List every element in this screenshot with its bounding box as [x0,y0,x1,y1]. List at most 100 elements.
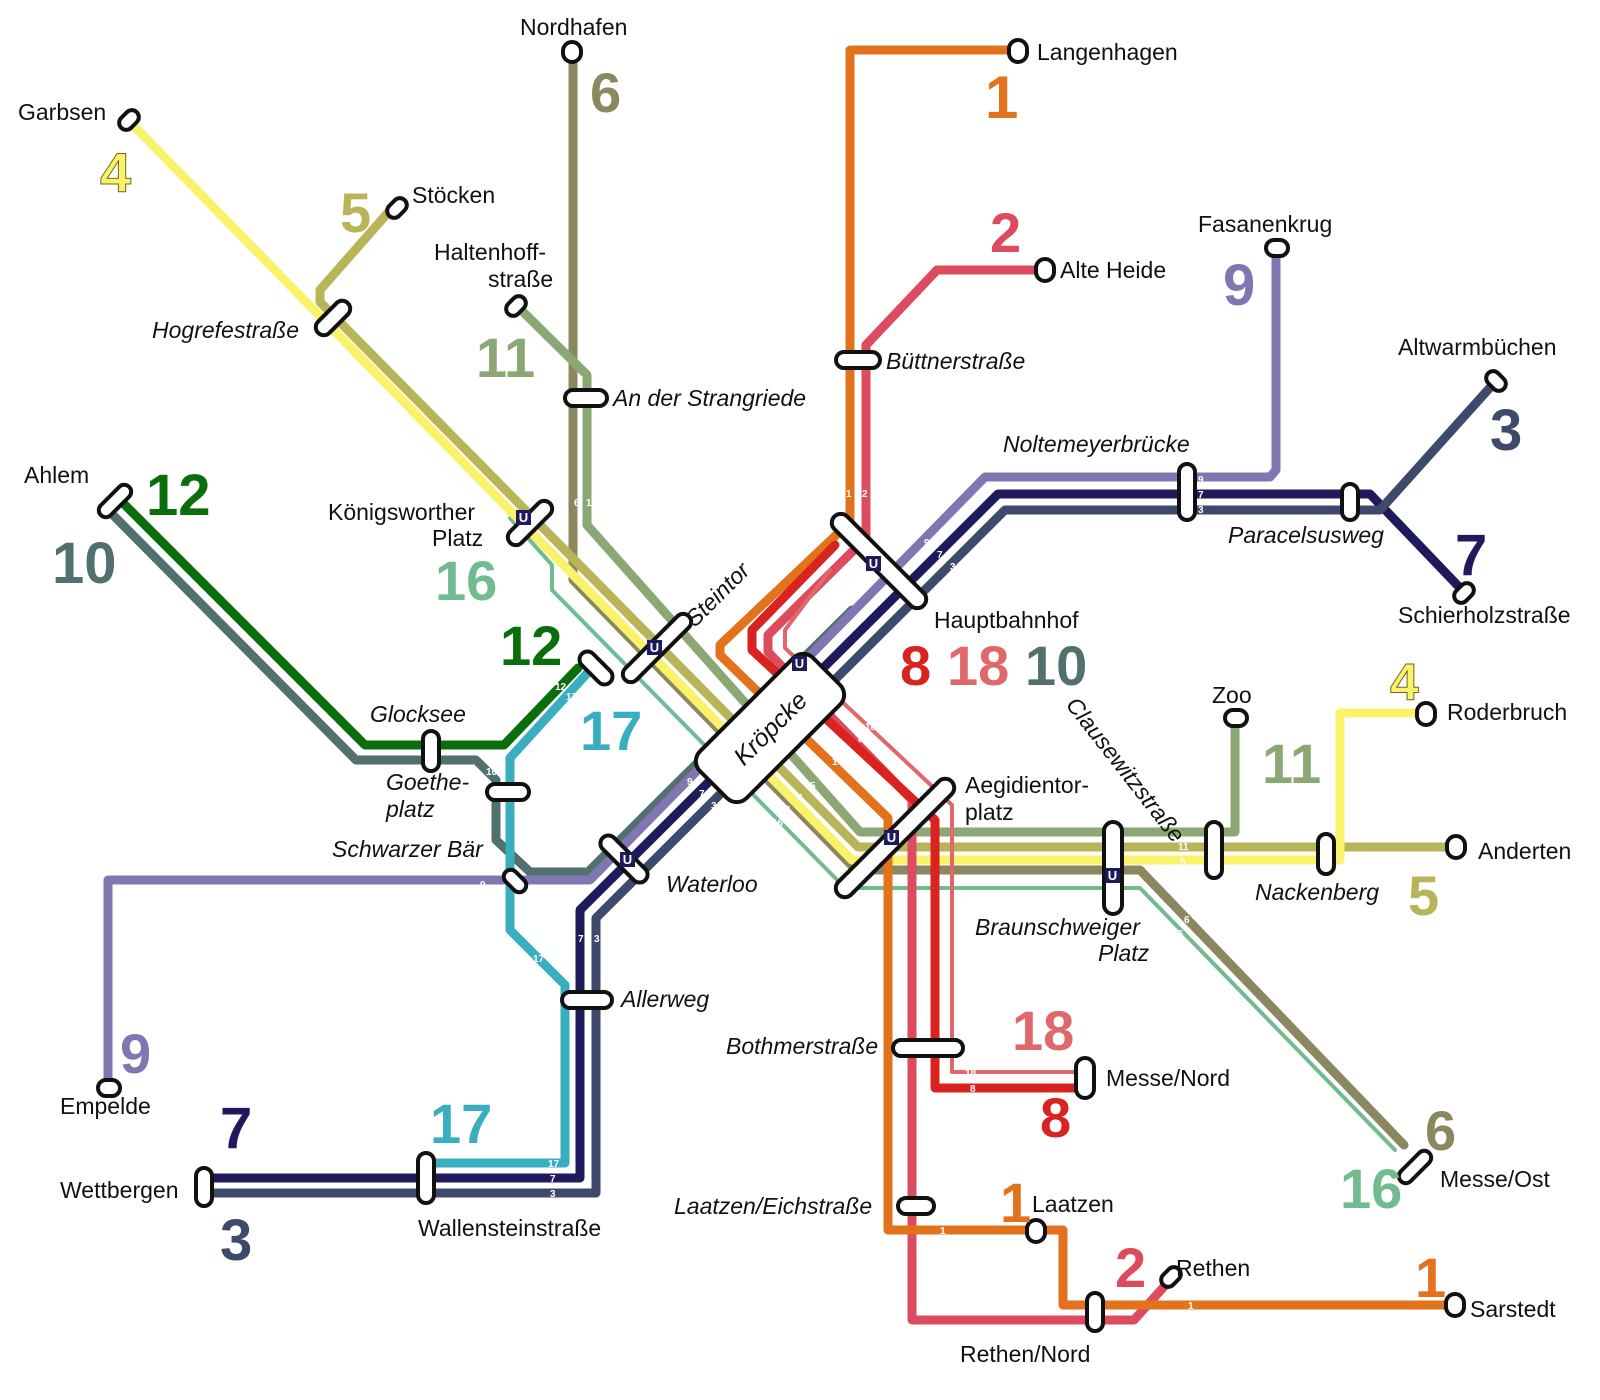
line-18-route [783,568,1087,1074]
station-label-braunschweiger-2: Platz [1098,940,1150,966]
station-label-rethen-nord: Rethen/Nord [960,1341,1090,1367]
big-line-numbers: 6 1 4 5 2 9 11 3 12 10 16 7 12 8 18 10 1… [52,61,1522,1309]
u-badge-icon: U [884,830,899,845]
line-number-6: 6 [590,61,621,124]
station-label-buettnerstrasse: Büttnerstraße [886,348,1025,374]
line-number-12-b: 12 [500,614,562,677]
line-number-5: 5 [340,181,371,244]
station-goetheplatz[interactable] [485,782,531,802]
line-number-18: 18 [947,634,1009,697]
terminal-roderbruch[interactable] [1415,701,1437,727]
terminal-rethen[interactable] [1158,1264,1183,1289]
terminal-messe-nord[interactable] [1074,1056,1096,1100]
station-label-zoo: Zoo [1212,682,1252,708]
terminal-altwarmbuechen[interactable] [1483,368,1508,393]
terminal-wettbergen[interactable] [194,1166,214,1208]
station-label-schierholz: Schierholzstraße [1398,602,1571,628]
station-schwarzer-baer[interactable] [501,867,529,895]
svg-text:7: 7 [699,789,705,800]
svg-text:3: 3 [711,801,717,812]
terminal-sarstedt[interactable] [1444,1292,1466,1318]
station-label-langenhagen: Langenhagen [1037,39,1178,65]
station-label-rethen: Rethen [1176,1255,1250,1281]
terminal-alte-heide[interactable] [1034,257,1056,283]
station-label-nackenberg: Nackenberg [1255,879,1379,905]
svg-text:16: 16 [772,818,784,829]
station-paracelsusweg[interactable] [1340,482,1360,522]
track-line-numbers: 1 2 6 11 9 7 3 9 7 3 12 17 10 9 7 3 10 9… [480,475,1204,1335]
svg-text:3: 3 [550,1189,556,1200]
svg-text:9: 9 [924,538,930,549]
terminal-schierholz[interactable] [1451,580,1476,605]
station-label-koenigsworther-2: Platz [432,525,483,551]
svg-text:8: 8 [970,1084,976,1095]
station-clausewitz[interactable] [1204,820,1224,880]
station-glocksee[interactable] [421,729,441,773]
terminal-empelde[interactable] [96,1078,122,1098]
line-number-4: 4 [100,141,131,204]
svg-text:2: 2 [940,1324,946,1335]
station-label-braunschweiger-1: Braunschweiger [975,914,1141,940]
line-number-8-b: 8 [1040,1086,1071,1149]
line-number-7: 7 [1455,523,1487,588]
terminal-garbsen[interactable] [116,107,141,132]
terminal-messe-ost[interactable] [1396,1148,1434,1186]
line-number-3-b: 3 [220,1208,252,1273]
station-hogrefestrasse[interactable] [312,297,353,338]
station-bothmerstrasse[interactable] [891,1038,965,1058]
svg-text:1: 1 [940,1226,946,1237]
line-2-route [763,265,1175,1325]
station-label-paracelsusweg: Paracelsusweg [1228,522,1384,548]
station-labels: Nordhafen Langenhagen Garbsen Stöcken Ha… [18,14,1571,1367]
terminal-ahlem[interactable] [96,482,134,520]
station-label-nordhafen: Nordhafen [520,14,627,40]
terminal-haltenhoff[interactable] [503,293,528,318]
terminal-langenhagen[interactable] [1007,38,1029,64]
line-number-2: 2 [990,201,1021,264]
svg-text:7: 7 [578,934,584,945]
station-rethen-nord[interactable] [1085,1291,1105,1333]
svg-text:U: U [887,830,896,845]
station-strangriede[interactable] [563,388,609,408]
terminal-fasanenkrug[interactable] [1264,238,1290,258]
station-label-allerweg: Allerweg [619,986,709,1012]
station-label-clausewitz: Clausewitzstraße [1061,692,1190,847]
svg-text:4: 4 [1180,871,1186,882]
station-laatzen-eich[interactable] [896,1196,936,1216]
station-wallenstein[interactable] [416,1151,436,1205]
line-number-6-b: 6 [1425,1099,1456,1162]
station-label-alte-heide: Alte Heide [1060,257,1166,283]
svg-text:16: 16 [1172,929,1184,940]
station-buettnerstrasse[interactable] [834,350,882,370]
terminal-laatzen[interactable] [1025,1218,1047,1244]
terminal-zoo[interactable] [1223,708,1249,728]
svg-text:1: 1 [902,1084,908,1095]
line-17-route [423,663,597,1168]
station-label-anderten: Anderten [1478,838,1571,864]
line-number-9: 9 [1223,253,1255,318]
station-12-17-stop[interactable] [576,648,616,688]
svg-text:5: 5 [810,781,816,792]
station-noltemeyer[interactable] [1177,462,1197,522]
svg-text:1: 1 [832,757,838,768]
station-allerweg[interactable] [560,990,614,1010]
station-label-stoecken: Stöcken [412,182,495,208]
station-label-aegidientor-2: platz [965,799,1014,825]
station-label-hauptbahnhof: Hauptbahnhof [934,607,1079,633]
station-label-laatzen-eich: Laatzen/Eichstraße [674,1193,872,1219]
svg-text:17: 17 [533,954,545,965]
u-badge-icon: U [866,556,881,571]
station-nackenberg[interactable] [1316,832,1336,876]
svg-text:9: 9 [687,777,693,788]
line-number-2-b: 2 [1115,1236,1146,1299]
svg-text:4: 4 [797,793,803,804]
u-badge-icon: U [792,656,807,671]
line-11-route [508,297,1240,837]
line-4-route [125,117,1430,865]
terminal-nordhafen[interactable] [561,40,583,64]
line-number-5-b: 5 [1408,864,1439,927]
station-label-goethe-1: Goethe- [386,769,469,795]
station-label-glocksee: Glocksee [370,701,466,727]
terminal-anderten[interactable] [1445,834,1467,860]
terminal-stoecken[interactable] [384,195,409,220]
